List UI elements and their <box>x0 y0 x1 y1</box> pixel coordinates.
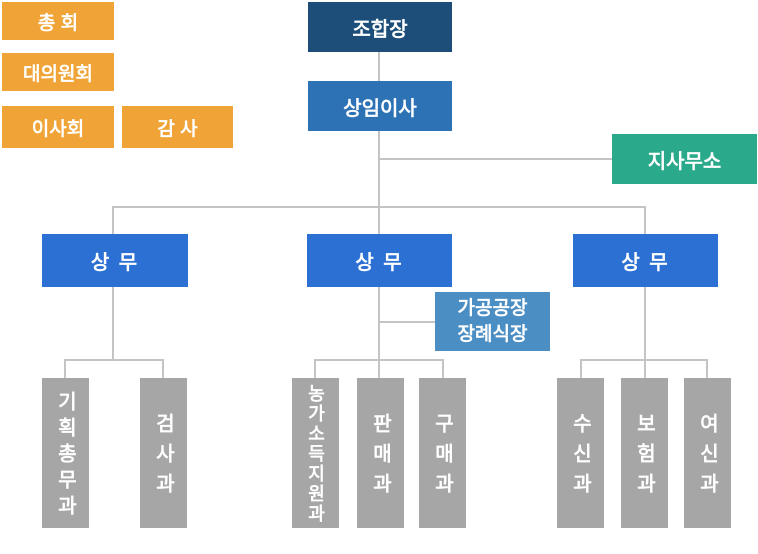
facility-box: 가공공장 장례식장 <box>435 292 550 351</box>
managing-director-center-box: 상 무 <box>307 234 452 287</box>
dept-box-inspection: 검사과 <box>140 378 187 528</box>
dept-box-deposits: 수신과 <box>557 378 604 528</box>
facility-line2: 장례식장 <box>457 323 528 345</box>
connector-left-md-stem <box>112 287 114 360</box>
governance-box-delegates-council: 대의원회 <box>2 53 114 91</box>
dept-label: 농가소득지원과 <box>305 384 326 524</box>
connector-drop-purchasing <box>442 359 444 378</box>
connector-chairman-to-standing-director <box>378 52 380 81</box>
dept-label: 판매과 <box>369 413 391 503</box>
connector-center-horizontal <box>314 359 443 361</box>
dept-label: 여신과 <box>696 413 718 503</box>
connector-drop-planning <box>64 359 66 378</box>
managing-director-right-box: 상 무 <box>573 234 718 287</box>
dept-label: 보험과 <box>633 413 655 503</box>
connector-right-md-stem <box>644 287 646 378</box>
dept-label: 수신과 <box>569 413 591 503</box>
connector-to-branch-office <box>378 158 612 160</box>
governance-box-general-assembly: 총 회 <box>2 2 114 40</box>
branch-office-box: 지사무소 <box>612 134 757 184</box>
connector-to-facility <box>378 321 435 323</box>
connector-right-horizontal <box>580 359 708 361</box>
standing-director-box: 상임이사 <box>308 81 452 131</box>
connector-drop-right-md <box>644 206 646 234</box>
dept-box-insurance: 보험과 <box>621 378 668 528</box>
connector-drop-deposits <box>580 359 582 378</box>
dept-box-planning-general-affairs: 기획총무과 <box>42 378 89 528</box>
dept-box-purchasing: 구매과 <box>419 378 466 528</box>
connector-standing-director-stem <box>378 131 380 234</box>
dept-label: 구매과 <box>431 413 453 503</box>
connector-drop-loans <box>706 359 708 378</box>
dept-label: 기획총무과 <box>54 391 76 521</box>
dept-box-sales: 판매과 <box>357 378 404 528</box>
dept-box-farm-income-support: 농가소득지원과 <box>292 378 339 528</box>
connector-main-horizontal <box>112 206 646 208</box>
managing-director-left-box: 상 무 <box>42 234 188 287</box>
governance-box-auditor: 감 사 <box>122 106 233 148</box>
connector-left-horizontal <box>64 359 164 361</box>
connector-drop-left-md <box>112 206 114 234</box>
connector-drop-inspection <box>162 359 164 378</box>
facility-line1: 가공공장 <box>457 297 528 319</box>
connector-center-md-stem <box>378 287 380 378</box>
dept-label: 검사과 <box>152 413 174 503</box>
connector-drop-farm-income <box>314 359 316 378</box>
dept-box-loans: 여신과 <box>684 378 731 528</box>
governance-box-board-of-directors: 이사회 <box>2 106 114 148</box>
chairman-box: 조합장 <box>308 2 452 52</box>
